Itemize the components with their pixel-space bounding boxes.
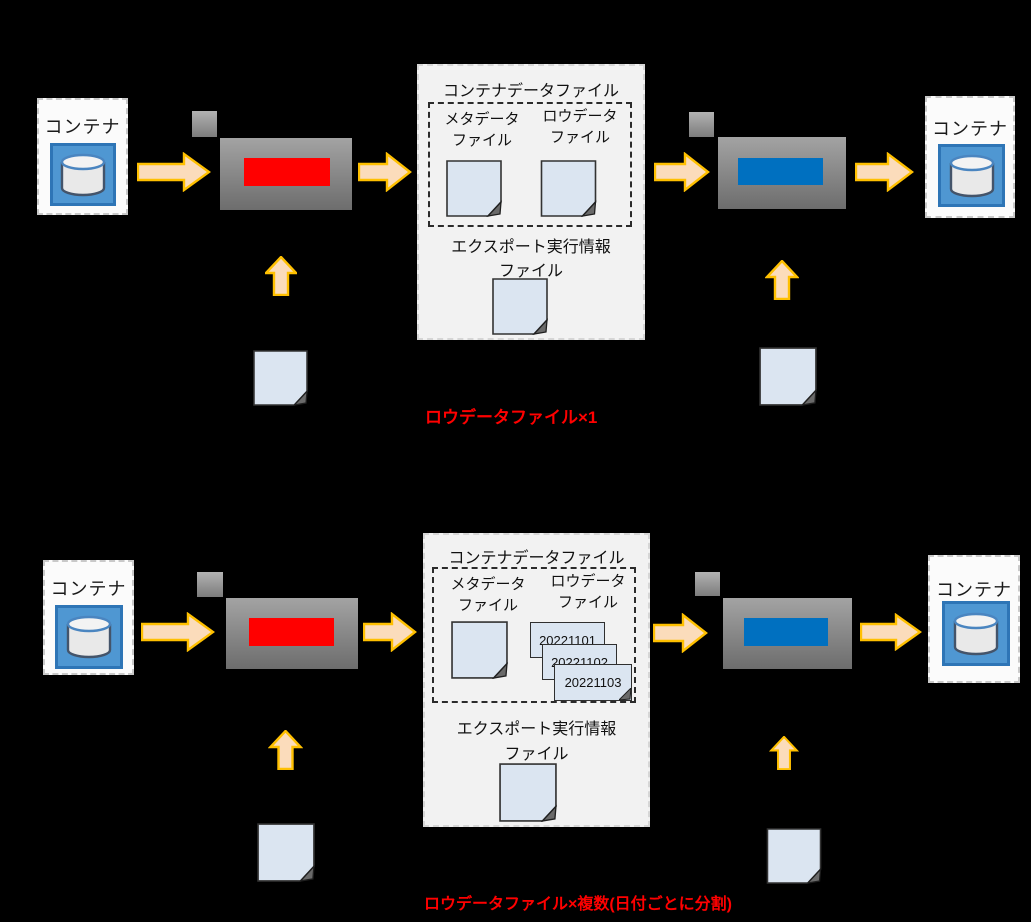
file-icon <box>759 347 817 406</box>
file-icon <box>491 278 549 335</box>
file-icon <box>257 823 315 882</box>
arrow-right-icon <box>855 152 914 192</box>
file-icon <box>499 763 557 822</box>
container-data-files-box: コンテナデータファイル メタデータ ファイル ロウデータ ファイル 202211… <box>423 533 650 827</box>
tool-badge-square <box>695 572 720 596</box>
export-tool-box <box>220 138 352 210</box>
export-tool-box <box>226 598 358 669</box>
arrow-right-icon <box>137 152 211 192</box>
container-label: コンテナ <box>936 580 1012 600</box>
arrow-right-icon <box>141 612 215 652</box>
export-accent-bar <box>244 158 330 186</box>
export-info-label-line2: ファイル <box>498 263 563 280</box>
arrow-right-icon <box>363 612 417 652</box>
metadata-file-label: メタデータ ファイル <box>450 576 526 614</box>
arrow-up-icon <box>268 730 303 770</box>
export-info-label: エクスポート実行情報 <box>456 721 617 738</box>
container-label: コンテナ <box>50 579 127 599</box>
file-icon <box>540 160 597 217</box>
metadata-file-label: メタデータ ファイル <box>444 111 520 149</box>
database-icon <box>952 611 1000 657</box>
file-icon <box>765 828 823 884</box>
arrow-right-icon <box>860 613 922 651</box>
source-container-card: コンテナ <box>37 98 128 215</box>
container-data-files-box: コンテナデータファイル メタデータ ファイル ロウデータ ファイル エクスポート… <box>417 64 645 340</box>
arrow-up-icon <box>265 256 297 296</box>
target-container-card: コンテナ <box>925 96 1015 218</box>
tool-badge-square <box>192 111 217 137</box>
rowdata-count-note: ロウデータファイル×複数(日付ごとに分割) <box>424 896 733 913</box>
files-box-title: コンテナデータファイル <box>442 83 619 100</box>
database-tile <box>942 601 1010 666</box>
database-tile <box>55 605 123 669</box>
export-info-label-line2: ファイル <box>504 746 569 763</box>
import-accent-bar <box>738 158 823 185</box>
tool-badge-square <box>197 572 223 597</box>
file-icon <box>253 350 308 406</box>
source-container-card: コンテナ <box>43 560 134 675</box>
files-box-title: コンテナデータファイル <box>448 550 625 567</box>
fold-corner-icon <box>619 688 632 701</box>
container-label: コンテナ <box>932 119 1008 139</box>
database-icon <box>59 152 107 198</box>
file-icon <box>446 160 502 217</box>
rowdata-date-file: 20221103 <box>554 664 632 701</box>
export-accent-bar <box>249 618 334 646</box>
export-info-label: エクスポート実行情報 <box>451 239 611 256</box>
database-icon <box>65 614 113 660</box>
import-tool-box <box>723 598 852 669</box>
rowdata-count-note: ロウデータファイル×1 <box>425 408 598 427</box>
database-icon <box>948 153 996 199</box>
arrow-right-icon <box>653 613 708 653</box>
arrow-up-icon <box>769 736 799 770</box>
arrow-up-icon <box>765 260 799 300</box>
import-tool-box <box>718 137 846 209</box>
database-tile <box>50 143 116 206</box>
data-files-group: メタデータ ファイル ロウデータ ファイル 20221101 20221102 … <box>432 567 636 703</box>
file-icon <box>451 621 508 679</box>
tool-badge-square <box>689 112 714 137</box>
arrow-right-icon <box>654 152 710 192</box>
target-container-card: コンテナ <box>928 555 1020 683</box>
database-tile <box>938 144 1005 207</box>
import-accent-bar <box>744 618 828 646</box>
rowdata-file-label: ロウデータ ファイル <box>542 108 618 146</box>
rowdata-file-label: ロウデータ ファイル <box>550 573 626 611</box>
arrow-right-icon <box>358 152 412 192</box>
container-label: コンテナ <box>44 117 121 137</box>
data-files-group: メタデータ ファイル ロウデータ ファイル <box>428 102 632 227</box>
